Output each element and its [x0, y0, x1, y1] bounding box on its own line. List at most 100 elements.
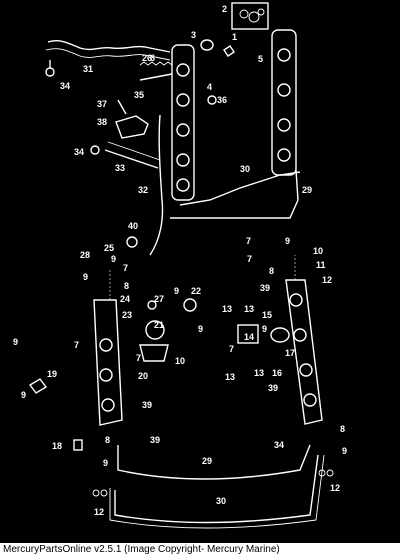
callout-13-a: 13: [222, 304, 232, 314]
fitting-34-mid: [90, 145, 100, 155]
hose-30-upper: [179, 171, 301, 206]
callout-10-r: 10: [313, 246, 323, 256]
callout-14: 14: [244, 332, 254, 342]
bracket-14: [237, 324, 259, 344]
hose-29-lower: [117, 444, 311, 480]
spring-26: [139, 61, 173, 66]
callout-11: 11: [316, 260, 326, 270]
callout-9-l4: 9: [21, 390, 26, 400]
callout-9-r2: 9: [262, 324, 267, 334]
fitting-1: [223, 45, 235, 57]
callout-24: 24: [120, 294, 130, 304]
callout-13-d: 13: [254, 368, 264, 378]
callout-7-l3: 39: [150, 435, 160, 445]
callout-6: 7: [246, 236, 251, 246]
callout-8-r1: 8: [269, 266, 274, 276]
callout-27: 27: [154, 294, 164, 304]
callout-9-l5: 9: [103, 458, 108, 468]
callout-28: 28: [80, 250, 90, 260]
o-ring-kit-2: [231, 2, 269, 30]
callout-29-bottom: 29: [202, 456, 212, 466]
clamp-40: [126, 236, 138, 248]
hose-30-lower: [114, 454, 319, 524]
callout-9-l3: 9: [13, 337, 18, 347]
rod-35: [139, 73, 173, 81]
callout-7-l1: 7: [123, 263, 128, 273]
callout-32: 32: [138, 185, 148, 195]
callout-7-r2: 7: [229, 344, 234, 354]
bolt-37: [117, 99, 127, 115]
callout-7-r1: 7: [247, 254, 252, 264]
callout-33: 33: [115, 163, 125, 173]
callout-16: 16: [272, 368, 282, 378]
plug-36: [207, 95, 217, 105]
callout-12-r: 12: [322, 275, 332, 285]
callout-10-c: 10: [175, 356, 185, 366]
callout-39-r1: 39: [260, 283, 270, 293]
callout-13-b: 13: [244, 304, 254, 314]
callout-5: 5: [258, 54, 263, 64]
callout-35: 35: [134, 90, 144, 100]
callout-9-r3: 9: [342, 446, 347, 456]
callout-20: 20: [138, 371, 148, 381]
callout-8-r2: 8: [340, 424, 345, 434]
callout-1: 1: [232, 32, 237, 42]
callout-30-top: 30: [240, 164, 250, 174]
callout-39-l1: 39: [142, 400, 152, 410]
callout-9-r1: 9: [285, 236, 290, 246]
callout-26: 6: [150, 53, 155, 63]
callout-7-l2: 7: [74, 340, 79, 350]
callout-9-l2: 9: [83, 272, 88, 282]
hose-29-upper: [170, 169, 299, 219]
callout-31: 31: [83, 64, 93, 74]
callout-12-r2: 12: [330, 483, 340, 493]
callout-18: 18: [52, 441, 62, 451]
callout-15: 15: [262, 310, 272, 320]
callout-34-top: 34: [60, 81, 70, 91]
callout-9-c: 9: [174, 286, 179, 296]
callout-30-bottom: 30: [216, 496, 226, 506]
image-copyright-caption: MercuryPartsOnline v2.5.1 (Image Copyrig…: [0, 543, 400, 557]
callout-7-c: 7: [136, 353, 141, 363]
ring-3: [200, 39, 214, 51]
callout-8-l1: 8: [124, 281, 129, 291]
callout-34-mid: 34: [74, 147, 84, 157]
callout-38: 38: [97, 117, 107, 127]
hose-31-outline: [45, 48, 171, 61]
callout-23: 23: [122, 310, 132, 320]
callout-19: 19: [47, 369, 57, 379]
fuel-rail-lower-right: [285, 279, 323, 425]
regulator-21: [145, 320, 165, 340]
hose-32: [149, 114, 164, 256]
hose-31: [47, 39, 171, 53]
callout-22: 22: [191, 286, 201, 296]
callout-13-c: 13: [225, 372, 235, 382]
clip-19: [28, 378, 48, 394]
callout-9-c2: 9: [198, 324, 203, 334]
part-22: [183, 298, 197, 312]
callout-7-r3: 34: [274, 440, 284, 450]
callout-9-l1: 9: [111, 254, 116, 264]
callout-28-top: 26: [142, 53, 152, 63]
callout-39-r2: 39: [268, 383, 278, 393]
bracket-38: [115, 115, 149, 139]
fuel-rail-lower-left: [93, 299, 123, 426]
fuel-rail-left: [171, 44, 195, 201]
callout-4: 4: [207, 82, 212, 92]
callout-8-l2: 8: [105, 435, 110, 445]
callout-labels: 2 3 1 5 26 31 6 34 35 4 36 37 38 34 33 3…: [13, 4, 347, 517]
callout-37: 37: [97, 99, 107, 109]
callout-21: 21: [154, 320, 164, 330]
callout-3: 3: [191, 30, 196, 40]
grommet-17: [270, 327, 290, 343]
hose-33: [104, 149, 159, 169]
callout-25: 25: [104, 243, 114, 253]
bracket-20: [139, 344, 169, 362]
callout-17: 17: [285, 348, 295, 358]
fitting-18: [73, 439, 83, 451]
callout-2: 2: [222, 4, 227, 14]
callout-12-l: 12: [94, 507, 104, 517]
part-27: [147, 300, 157, 310]
